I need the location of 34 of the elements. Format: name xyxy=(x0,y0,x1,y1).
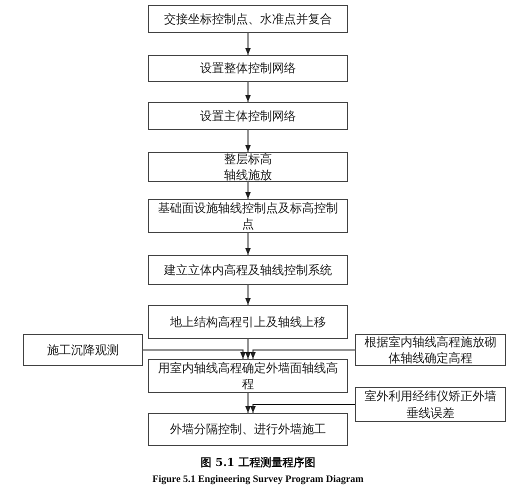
arrow xyxy=(142,350,246,360)
arrow xyxy=(245,338,251,360)
box-text: 外墙分隔控制、进行外墙施工 xyxy=(170,421,326,438)
box-text: 地上结构高程引上及轴线上移 xyxy=(170,314,326,330)
arrow xyxy=(250,350,356,360)
process-box xyxy=(148,102,348,130)
process-box xyxy=(148,152,348,182)
arrow xyxy=(245,182,251,200)
box-text: 室外利用经纬仪矫正外墙垂线误差 xyxy=(364,388,498,421)
process-box xyxy=(355,387,506,422)
figure-caption: 图 5.1 工程测量程序图 xyxy=(200,455,316,470)
box-text: 设置整体控制网络 xyxy=(200,60,296,77)
box-text: 用室内轴线高程确定外墙面轴线高程 xyxy=(157,360,339,392)
box-text: 施工沉降观测 xyxy=(47,342,119,358)
process-box xyxy=(148,255,348,285)
arrow xyxy=(245,82,251,102)
box-text: 建立立体内高程及轴线控制系统 xyxy=(164,262,332,278)
arrow xyxy=(245,130,251,152)
box-text: 交接坐标控制点、水准点并复合 xyxy=(164,10,332,28)
process-box xyxy=(148,5,348,33)
arrow xyxy=(245,284,251,306)
box-text: 根据室内轴线高程施放砌体轴线确定高程 xyxy=(364,334,498,366)
arrow xyxy=(245,32,251,56)
box-text: 整层标高轴线施放 xyxy=(222,150,273,184)
box-text: 设置主体控制网络 xyxy=(200,108,296,124)
figure-caption: Figure 5.1 Engineering Survey Program Diagram xyxy=(151,474,365,485)
process-box xyxy=(148,55,348,82)
process-box xyxy=(148,305,348,339)
arrow xyxy=(245,232,251,256)
box-text: 基础面设施轴线控制点及标高控制点 xyxy=(157,200,339,232)
arrow xyxy=(245,392,251,414)
arrow xyxy=(250,404,356,414)
process-box xyxy=(23,334,143,366)
process-box xyxy=(148,413,348,446)
